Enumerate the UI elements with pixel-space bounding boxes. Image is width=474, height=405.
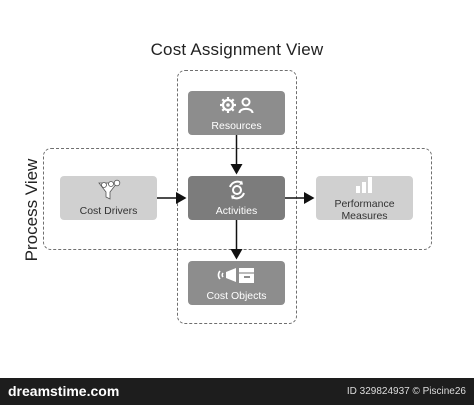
gear-person-icon — [219, 94, 255, 116]
cost-assignment-view-title: Cost Assignment View — [150, 40, 324, 59]
cycle-gear-icon — [226, 179, 248, 201]
brand-logo: dreamstime.com — [8, 383, 120, 399]
megaphone-box-icon — [217, 264, 257, 286]
resources-label: Resources — [211, 120, 262, 132]
performance-measures-box: Performance Measures — [316, 174, 413, 222]
funnel-icon — [96, 179, 122, 201]
cost-drivers-label: Cost Drivers — [79, 205, 138, 217]
cost-objects-box: Cost Objects — [188, 261, 285, 305]
bar-chart-icon — [354, 174, 376, 194]
cost-drivers-box: Cost Drivers — [60, 176, 157, 220]
activities-label: Activities — [215, 205, 258, 217]
resources-box: Resources — [188, 91, 285, 135]
footer-bar: dreamstime.com ID 329824937 © Piscine26 — [0, 378, 474, 405]
activities-box: Activities — [188, 176, 285, 220]
performance-measures-label: Performance Measures — [334, 198, 395, 222]
cost-objects-label: Cost Objects — [206, 290, 267, 302]
image-credit: ID 329824937 © Piscine26 — [346, 386, 466, 397]
